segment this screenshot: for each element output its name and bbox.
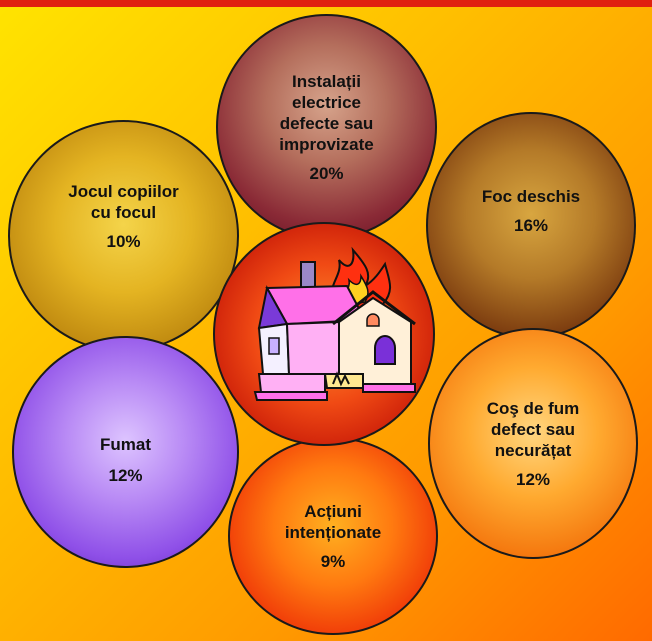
bubble-chimney: Coş de fum defect sau necurățat 12% (428, 328, 638, 559)
bubble-label: Fumat (100, 435, 151, 454)
bubble-label: Coş de fum defect sau necurățat (486, 398, 580, 460)
bubble-label: Jocul copiilor cu focul (68, 181, 179, 222)
bubble-label: Instalații electrice defecte sau improvi… (279, 71, 374, 154)
top-accent-bar (0, 0, 652, 7)
bubble-children-playing-with-fire: Jocul copiilor cu focul 10% (8, 120, 239, 352)
bubble-percent: 9% (320, 551, 346, 571)
bubble-percent: 16% (513, 215, 549, 235)
bubble-electrical-installations: Instalații electrice defecte sau improvi… (216, 14, 437, 240)
bubble-percent: 12% (108, 466, 143, 485)
bubble-percent: 20% (309, 163, 344, 183)
bubble-smoking: Fumat 12% (12, 336, 239, 568)
burning-house-icon (253, 246, 416, 401)
bubble-label: Acțiuni intenționate (284, 501, 382, 542)
bubble-intentional-actions: Acțiuni intenționate 9% (228, 437, 438, 635)
bubble-label: Foc deschis (481, 186, 581, 206)
bubble-percent: 12% (515, 469, 551, 489)
center-bubble (213, 222, 435, 446)
bubble-percent: 10% (106, 231, 141, 251)
bubble-open-fire: Foc deschis 16% (426, 112, 636, 339)
